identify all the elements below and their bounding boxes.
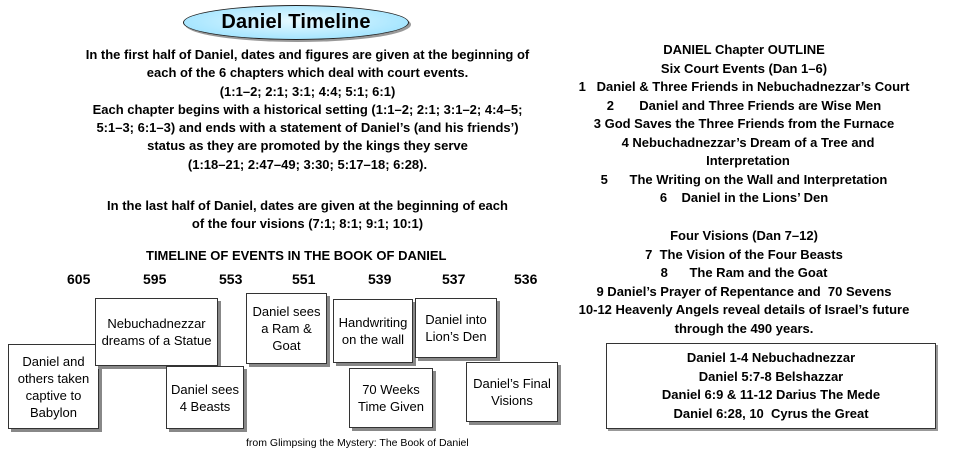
court-events-heading: Six Court Events (Dan 1–6) xyxy=(660,60,828,76)
page-title: Daniel Timeline xyxy=(221,11,371,33)
intro-line: of the four visions (7:1; 8:1; 9:1; 10:1… xyxy=(191,216,424,232)
year-label: 595 xyxy=(143,271,167,287)
intro-line: status as they are promoted by the kings… xyxy=(147,138,468,154)
year-label: 551 xyxy=(292,271,316,287)
outline-item: 5 The Writing on the Wall and Interpreta… xyxy=(600,171,888,187)
outline-item: 8 The Ram and the Goat xyxy=(660,265,828,280)
kings-box: Daniel 1-4 Nebuchadnezzar Daniel 5:7-8 B… xyxy=(606,343,936,429)
king-line: Daniel 1-4 Nebuchadnezzar xyxy=(686,350,856,365)
year-label: 605 xyxy=(67,271,91,287)
timeline-years: 605 595 553 551 539 537 536 xyxy=(0,271,600,291)
event-box: Daniel sees a Ram & Goat xyxy=(246,293,327,364)
intro-first-half: In the first half of Daniel, dates and f… xyxy=(20,46,595,174)
timeline-heading: TIMELINE OF EVENTS IN THE BOOK OF DANIEL xyxy=(146,248,447,263)
intro-last-half: In the last half of Daniel, dates are gi… xyxy=(20,197,595,234)
event-box: Daniel into Lion’s Den xyxy=(415,298,497,358)
outline-item: 1 Daniel & Three Friends in Nebuchadnezz… xyxy=(578,79,910,94)
visions-outline: Four Visions (Dan 7–12) 7 The Vision of … xyxy=(528,227,960,338)
outline-item: 3 God Saves the Three Friends from the F… xyxy=(593,116,895,131)
year-label: 539 xyxy=(368,271,392,287)
outline-item: 7 The Vision of the Four Beasts xyxy=(645,246,843,262)
outline-heading: DANIEL Chapter OUTLINE xyxy=(663,42,825,57)
intro-line: In the last half of Daniel, dates are gi… xyxy=(107,198,508,213)
event-box: Handwriting on the wall xyxy=(333,299,413,363)
king-line: Daniel 5:7-8 Belshazzar xyxy=(698,368,844,384)
intro-line: In the first half of Daniel, dates and f… xyxy=(85,47,530,62)
chapter-outline: DANIEL Chapter OUTLINE Six Court Events … xyxy=(528,41,960,208)
source-credit: from Glimpsing the Mystery: The Book of … xyxy=(246,437,469,449)
event-box: 70 Weeks Time Given xyxy=(349,368,433,428)
king-line: Daniel 6:28, 10 Cyrus the Great xyxy=(673,405,869,421)
event-box: Daniel sees 4 Beasts xyxy=(166,366,244,429)
intro-line: 5:1–3; 6:1–3) and ends with a statement … xyxy=(96,120,519,136)
event-box: Daniel and others taken captive to Babyl… xyxy=(8,344,99,429)
intro-line: (1:18–21; 2:47–49; 3:30; 5:17–18; 6:28). xyxy=(187,156,428,172)
intro-line: each of the 6 chapters which deal with c… xyxy=(146,65,469,81)
king-line: Daniel 6:9 & 11-12 Darius The Mede xyxy=(661,387,881,403)
outline-item: 9 Daniel’s Prayer of Repentance and 70 S… xyxy=(596,283,892,299)
outline-item: 10-12 Heavenly Angels reveal details of … xyxy=(578,302,910,317)
event-box: Daniel’s Final Visions xyxy=(466,362,558,422)
event-box: Nebuchadnezzar dreams of a Statue xyxy=(95,298,218,366)
intro-line: (1:1–2; 2:1; 3:1; 4:4; 5:1; 6:1) xyxy=(219,83,396,99)
intro-line: Each chapter begins with a historical se… xyxy=(92,101,523,117)
outline-item: 6 Daniel in the Lions’ Den xyxy=(659,190,829,205)
visions-heading: Four Visions (Dan 7–12) xyxy=(670,228,818,243)
title-banner: Daniel Timeline xyxy=(183,5,409,40)
outline-item: 2 Daniel and Three Friends are Wise Men xyxy=(606,97,882,113)
outline-item: through the 490 years. xyxy=(674,320,814,336)
outline-item: 4 Nebuchadnezzar’s Dream of a Tree and I… xyxy=(621,134,875,169)
year-label: 536 xyxy=(514,271,538,287)
year-label: 553 xyxy=(219,271,243,287)
year-label: 537 xyxy=(442,271,466,287)
